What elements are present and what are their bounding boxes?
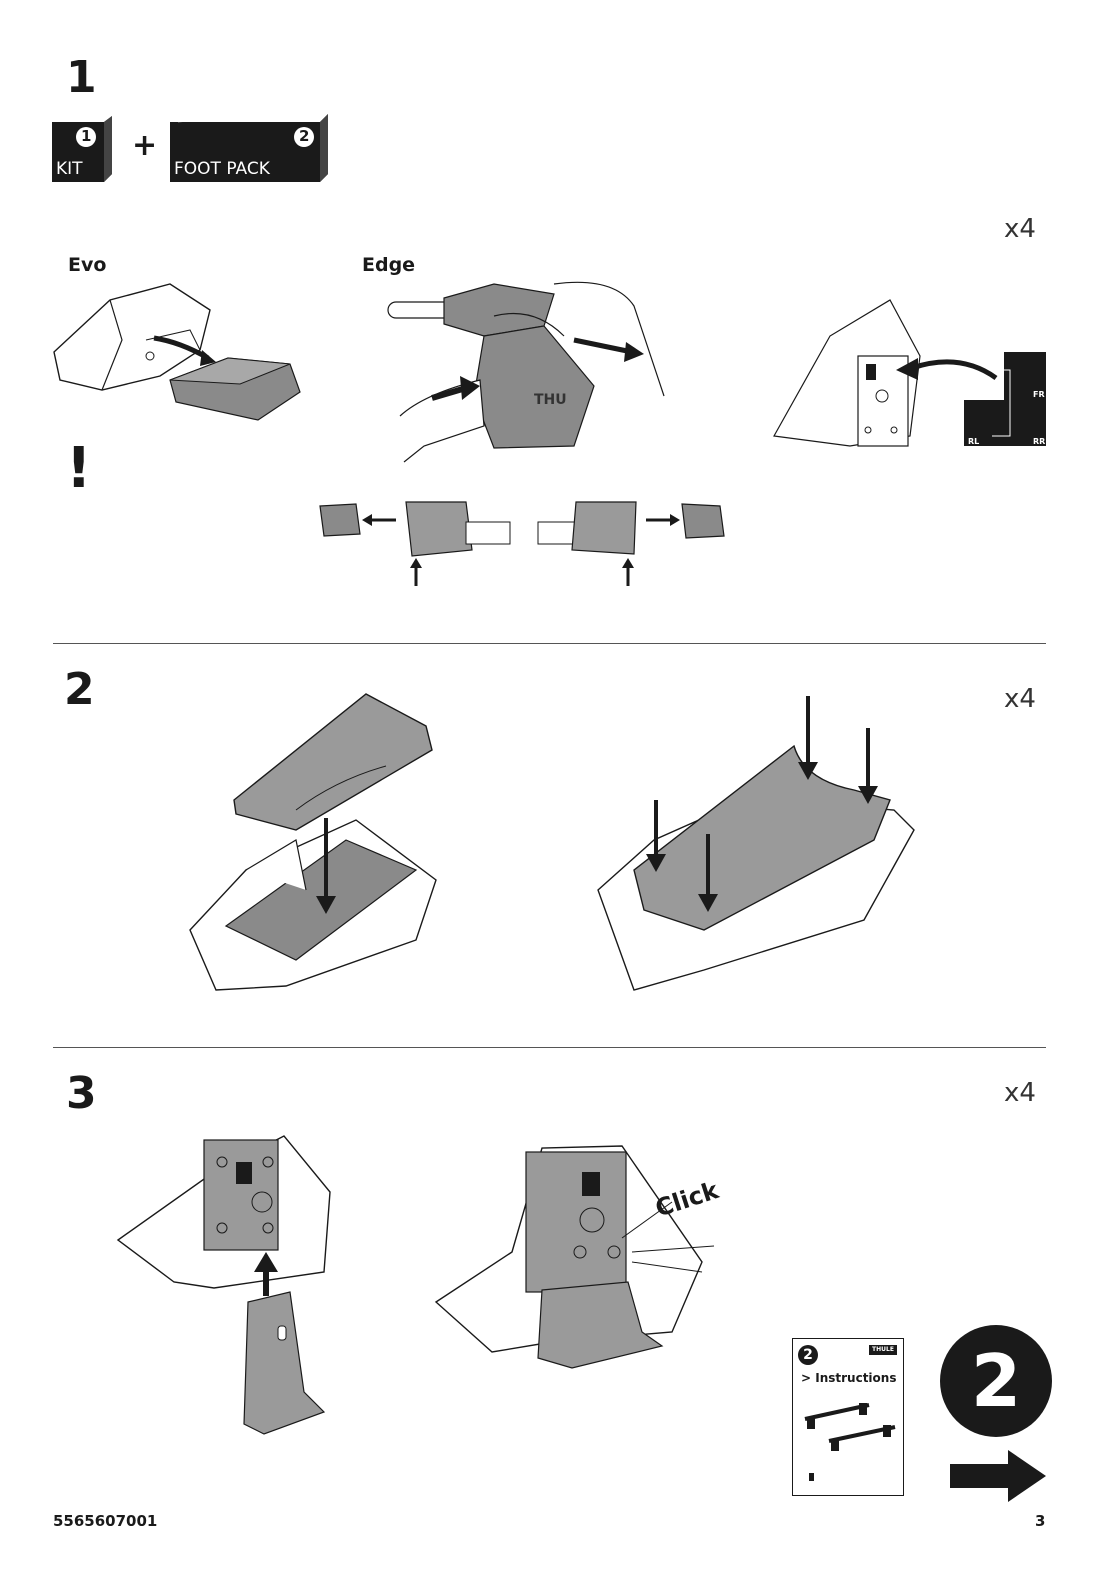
kit-label: KIT — [56, 159, 83, 179]
warning-mark: ! — [66, 436, 92, 501]
foot-position-illustration — [773, 299, 1046, 447]
step-3-quantity: x4 — [1004, 1078, 1036, 1108]
step-1-number: 1 — [66, 52, 97, 103]
thule-logo: THULE — [869, 1345, 897, 1355]
step-3-number: 3 — [66, 1068, 97, 1119]
edge-foot-cover-removal-illustration: THU — [387, 281, 665, 463]
instructions-booklet[interactable]: 2 THULE > Instructions — [792, 1338, 904, 1496]
edge-end-caps-illustration — [319, 501, 725, 586]
booklet-instructions-link[interactable]: > Instructions — [801, 1371, 897, 1385]
position-fr: FR — [1033, 390, 1045, 399]
kit-number: 1 — [81, 127, 92, 145]
bracket-insertion-illustration — [116, 1135, 331, 1435]
edge-label: Edge — [362, 254, 416, 276]
svg-text:THU: THU — [534, 392, 567, 408]
foot-pack-number: 2 — [299, 127, 310, 145]
key-icon — [809, 1473, 814, 1481]
plus-sign: + — [132, 128, 158, 163]
foot-pack-box-icon: 2 FOOT PACK — [170, 113, 330, 182]
position-rl: RL — [968, 437, 980, 446]
booklet-number-badge: 2 — [798, 1345, 818, 1365]
divider-1 — [53, 643, 1046, 644]
position-rr: RR — [1033, 437, 1046, 446]
step-2-number: 2 — [64, 664, 95, 715]
next-arrow-icon[interactable] — [950, 1450, 1048, 1502]
step-1-quantity: x4 — [1004, 214, 1036, 244]
evo-label: Evo — [68, 254, 107, 276]
next-step-badge: 2 — [940, 1325, 1052, 1437]
kit-box-icon: 1 KIT — [52, 116, 114, 182]
pad-placement-illustration — [189, 693, 437, 991]
part-number: 5565607001 — [53, 1512, 158, 1530]
divider-2 — [53, 1047, 1046, 1048]
step-2-quantity: x4 — [1004, 684, 1036, 714]
bracket-clicked-illustration — [434, 1145, 715, 1369]
foot-pack-label: FOOT PACK — [174, 159, 270, 179]
evo-foot-cover-removal-illustration — [53, 283, 301, 421]
page-number: 3 — [1035, 1512, 1046, 1530]
roof-bars-icon — [804, 1403, 896, 1451]
pad-pressed-illustration — [597, 696, 915, 991]
